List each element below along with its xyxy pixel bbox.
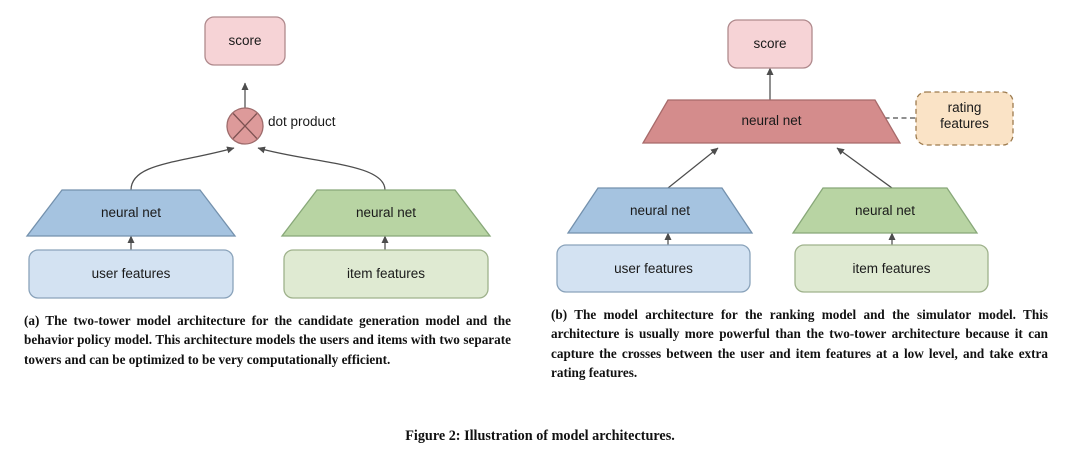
node-item-features-box (794, 244, 989, 293)
node-user-features-box (556, 244, 751, 293)
edge-right-tower-to-dot-product (257, 146, 386, 191)
node-right-tower-trapezoid (791, 187, 979, 234)
panel-b-ranking-diagram: score neural net rating features neural … (540, 0, 1080, 305)
dot-product-cross-icon (232, 113, 258, 139)
node-item-features-box (283, 249, 489, 299)
panel-b-svg (556, 19, 1014, 293)
node-left-tower-trapezoid (566, 187, 754, 234)
edge-left-tower-to-top-net (667, 147, 719, 189)
node-score-box (727, 19, 813, 69)
node-top-net-trapezoid (641, 99, 902, 144)
node-score-box (204, 16, 286, 66)
panel-b-caption: (b) The model architecture for the ranki… (551, 307, 1048, 381)
node-rating-features-box (915, 91, 1014, 146)
panel-a-two-tower-diagram: score dot product neural net neural net … (0, 0, 540, 305)
panel-a-svg (25, 16, 492, 299)
panel-a-caption: (a) The two-tower model architecture for… (24, 313, 511, 367)
node-right-tower-trapezoid (280, 189, 492, 237)
node-left-tower-trapezoid (25, 189, 237, 237)
edge-right-tower-to-top-net (836, 147, 893, 189)
figure-caption: Figure 2: Illustration of model architec… (405, 428, 675, 444)
node-user-features-box (28, 249, 234, 299)
edge-left-tower-to-dot-product (130, 146, 235, 191)
